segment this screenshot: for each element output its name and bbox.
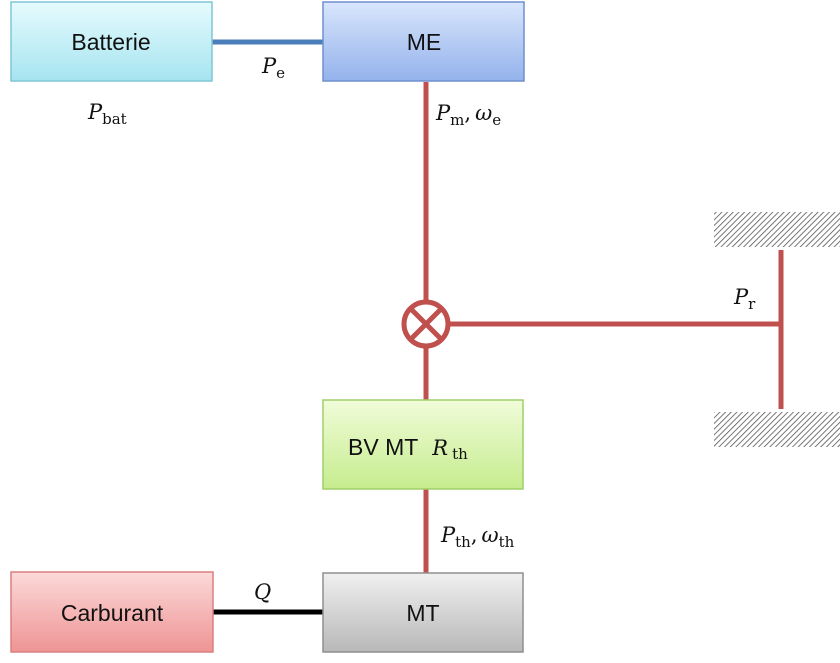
gearbox-symbol-sub: th xyxy=(452,445,468,463)
thermal-motor-box: MT xyxy=(322,572,524,653)
battery-label: Batterie xyxy=(71,29,150,55)
pth-omega-th-label: Pth,ωth xyxy=(440,523,515,551)
mt-label: MT xyxy=(406,600,439,626)
fuel-label: Carburant xyxy=(61,600,164,626)
pe-label: Pe xyxy=(261,54,285,82)
battery-box: Batterie xyxy=(10,1,213,82)
gearbox-label: BV MT xyxy=(348,434,418,460)
q-label: Q xyxy=(254,580,271,604)
gearbox-label-line: BV MT R th xyxy=(348,434,468,463)
gearbox-symbol: R xyxy=(431,436,448,460)
coupling-node-icon xyxy=(401,299,451,349)
wheel-top-hatch xyxy=(714,212,840,247)
wheel-bottom-hatch xyxy=(714,412,840,447)
pbat-label: Pbat xyxy=(87,100,127,128)
pr-label: Pr xyxy=(733,285,756,313)
pm-omega-e-label: Pm,ωe xyxy=(435,101,501,129)
me-label: ME xyxy=(407,29,442,55)
fuel-box: Carburant xyxy=(10,571,214,653)
electric-motor-box: ME xyxy=(322,1,525,82)
gearbox-box: BV MT R th xyxy=(322,399,524,490)
